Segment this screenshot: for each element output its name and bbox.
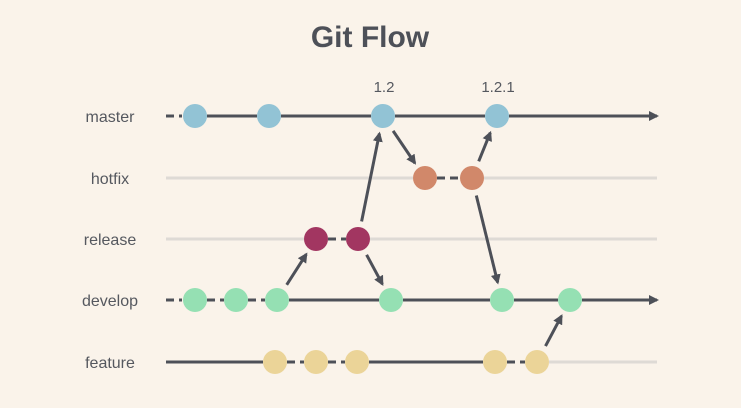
tag-label-m3: 1.2 (374, 79, 395, 96)
commit-nodes (183, 104, 582, 374)
commit-feature-f1 (263, 350, 287, 374)
merge-arrows (285, 130, 563, 347)
commit-master-m2 (257, 104, 281, 128)
commit-release-r1 (304, 227, 328, 251)
commit-feature-f3 (345, 350, 369, 374)
commit-develop-d1 (183, 288, 207, 312)
commit-feature-f2 (304, 350, 328, 374)
branch-label-release: release (84, 232, 137, 249)
branch-label-hotfix: hotfix (91, 171, 129, 188)
commit-develop-d5 (490, 288, 514, 312)
branch-labels: master hotfix release develop feature (82, 109, 138, 372)
release-tags: 1.2 1.2.1 (374, 79, 515, 96)
commit-develop-d2 (224, 288, 248, 312)
commit-hotfix-h2 (460, 166, 484, 190)
tag-label-m4: 1.2.1 (481, 79, 514, 96)
commit-develop-d6 (558, 288, 582, 312)
commit-develop-d4 (379, 288, 403, 312)
commit-feature-f5 (525, 350, 549, 374)
merge-arrow-m3-to-h1 (391, 130, 417, 165)
merge-arrow-f5-to-d6 (544, 314, 563, 347)
commit-develop-d3 (265, 288, 289, 312)
commit-release-r2 (346, 227, 370, 251)
merge-arrow-r2-to-d4 (365, 254, 384, 286)
merge-arrow-d3-to-r1 (285, 252, 308, 286)
branch-lanes (166, 111, 659, 364)
commit-hotfix-h1 (413, 166, 437, 190)
commit-master-m4 (485, 104, 509, 128)
commit-master-m3 (371, 104, 395, 128)
diagram-title: Git Flow (311, 21, 430, 54)
branch-label-master: master (86, 109, 136, 126)
commit-master-m1 (183, 104, 207, 128)
branch-label-develop: develop (82, 293, 138, 310)
merge-arrow-h2-to-m4 (477, 130, 492, 162)
merge-arrow-h2-to-d5 (474, 195, 501, 285)
merge-arrow-r2-to-m3 (360, 131, 383, 222)
commit-feature-f4 (483, 350, 507, 374)
branch-label-feature: feature (85, 355, 135, 372)
